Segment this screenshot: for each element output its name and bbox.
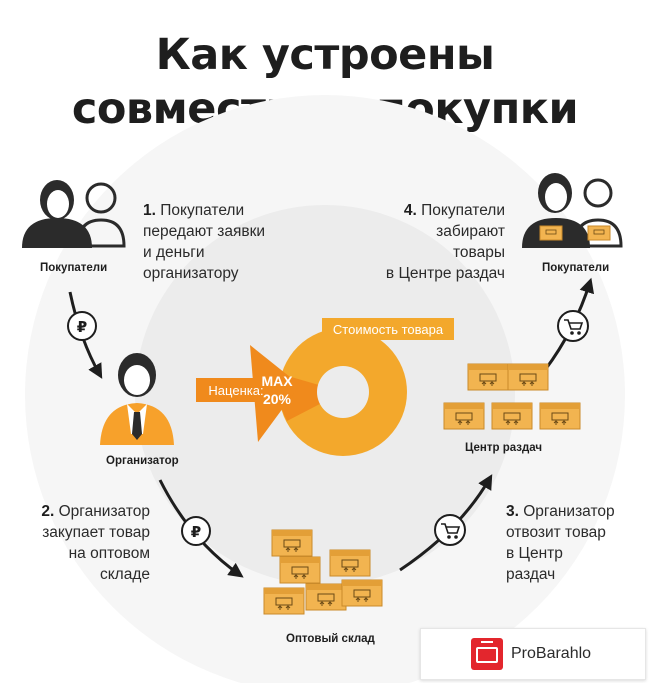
- step-3-line-2: отвозит товар: [506, 524, 606, 541]
- markup-value-2: 20%: [263, 391, 292, 407]
- step-3-line-1: Организатор: [523, 503, 615, 520]
- step-1-text: 1. Покупатели передают заявки и деньги о…: [143, 200, 265, 284]
- caption-warehouse: Оптовый склад: [286, 633, 375, 645]
- step-1-line-3: и деньги: [143, 244, 205, 261]
- ruble-badge-1: ₽: [67, 311, 97, 341]
- svg-text:₽: ₽: [77, 318, 87, 336]
- buyers-with-boxes-icon: [522, 173, 623, 248]
- step-3-line-3: в Центр: [506, 545, 563, 562]
- markup-value-1: MAX: [261, 373, 293, 389]
- title-line-1: Как устроены: [155, 30, 495, 80]
- cart-badge-1: [434, 514, 466, 546]
- step-4-line-2: забирают: [436, 223, 505, 240]
- step-3-text: 3. Организатор отвозит товар в Центр раз…: [506, 501, 615, 585]
- step-1-num: 1.: [143, 202, 156, 219]
- step-3-line-4: раздач: [506, 566, 556, 583]
- step-1-line-4: организатору: [143, 265, 239, 282]
- ruble-badge-2: ₽: [181, 516, 211, 546]
- step-1-line-2: передают заявки: [143, 223, 266, 240]
- pie-hole: [317, 366, 369, 418]
- organizer-icon: [100, 353, 174, 445]
- step-2-line-1: Организатор: [58, 503, 150, 520]
- svg-text:₽: ₽: [191, 523, 201, 541]
- step-3-num: 3.: [506, 503, 519, 520]
- watermark-text: ProBarahlo: [511, 645, 592, 662]
- step-1-line-1: Покупатели: [160, 202, 245, 219]
- markup-label: Наценка:: [208, 383, 263, 398]
- caption-buyers-top: Покупатели: [40, 262, 108, 274]
- cost-label-bg: [322, 318, 454, 340]
- step-2-line-4: складе: [99, 566, 150, 583]
- step-2-line-2: закупает товар: [42, 524, 150, 541]
- cost-label: Стоимость товара: [333, 322, 444, 337]
- step-2-line-3: на оптовом: [68, 545, 150, 562]
- cart-badge-2: [557, 310, 589, 342]
- buyers-icon: [22, 180, 126, 248]
- step-2-num: 2.: [41, 503, 55, 520]
- step-4-line-4: в Центре раздач: [385, 265, 505, 282]
- step-4-num: 4.: [403, 202, 417, 219]
- step-2-text: 2. Организатор закупает товар на оптовом…: [38, 501, 150, 585]
- step-4-text: 4. Покупатели забирают товары в Центре р…: [380, 200, 505, 284]
- caption-center: Центр раздач: [465, 442, 543, 454]
- markup-wedge-shape: [250, 345, 300, 442]
- watermark[interactable]: ProBarahlo: [420, 628, 646, 680]
- step-4-line-3: товары: [453, 244, 505, 261]
- caption-organizer: Организатор: [106, 455, 179, 467]
- caption-buyers-right: Покупатели: [542, 262, 610, 274]
- tv-logo-icon: [471, 638, 503, 670]
- step-4-line-1: Покупатели: [421, 202, 505, 219]
